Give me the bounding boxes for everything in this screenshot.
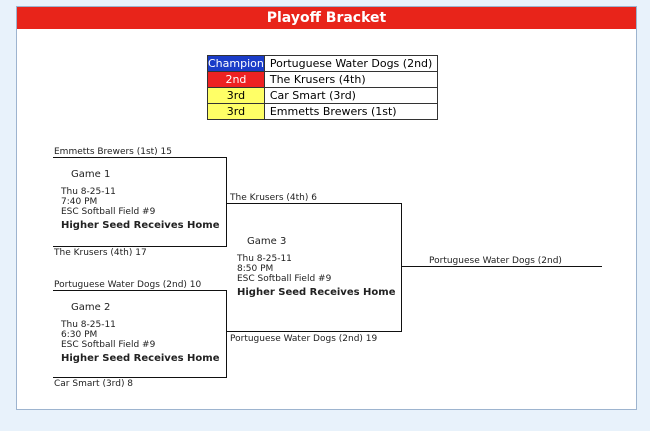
game3-top-team: The Krusers (4th) 6 bbox=[230, 193, 317, 203]
game2-time: 6:30 PM bbox=[61, 330, 98, 340]
winner-team: Portuguese Water Dogs (2nd) bbox=[429, 256, 562, 266]
bracket-line bbox=[53, 157, 227, 158]
results-row: Champion Portuguese Water Dogs (2nd) bbox=[207, 55, 439, 72]
results-row: 3rd Emmetts Brewers (1st) bbox=[207, 103, 439, 120]
game2-info: Game 2 Thu 8-25-11 6:30 PM ESC Softball … bbox=[61, 303, 219, 364]
game1-date: Thu 8-25-11 bbox=[61, 187, 116, 197]
result-team: The Krusers (4th) bbox=[263, 71, 439, 88]
game3-note: Higher Seed Receives Home bbox=[237, 287, 396, 298]
game3-name: Game 3 bbox=[247, 236, 287, 247]
bracket-line bbox=[401, 203, 402, 332]
bracket-line bbox=[53, 290, 227, 291]
bracket-line bbox=[227, 331, 402, 332]
result-place: 3rd bbox=[207, 103, 265, 120]
results-table: Champion Portuguese Water Dogs (2nd) 2nd… bbox=[207, 55, 439, 120]
page-title: Playoff Bracket bbox=[17, 7, 636, 29]
game3-date: Thu 8-25-11 bbox=[237, 254, 292, 264]
game3-info: Game 3 Thu 8-25-11 8:50 PM ESC Softball … bbox=[237, 237, 395, 298]
game1-field: ESC Softball Field #9 bbox=[61, 207, 156, 217]
bracket-line bbox=[53, 246, 227, 247]
bracket-line bbox=[53, 377, 227, 378]
game2-name: Game 2 bbox=[71, 302, 111, 313]
game2-bottom-team: Car Smart (3rd) 8 bbox=[54, 379, 134, 389]
result-place: 3rd bbox=[207, 87, 265, 104]
bracket-line bbox=[402, 266, 602, 267]
result-place: 2nd bbox=[207, 71, 265, 88]
game1-top-team: Emmetts Brewers (1st) 15 bbox=[54, 147, 173, 157]
bracket-line bbox=[226, 290, 227, 378]
bracket-line bbox=[226, 157, 227, 247]
game2-field: ESC Softball Field #9 bbox=[61, 340, 156, 350]
game1-name: Game 1 bbox=[71, 169, 111, 180]
game1-bottom-team: The Krusers (4th) 17 bbox=[54, 248, 147, 258]
game1-time: 7:40 PM bbox=[61, 197, 98, 207]
game2-note: Higher Seed Receives Home bbox=[61, 353, 220, 364]
results-row: 3rd Car Smart (3rd) bbox=[207, 87, 439, 104]
game1-info: Game 1 Thu 8-25-11 7:40 PM ESC Softball … bbox=[61, 170, 219, 231]
game1-note: Higher Seed Receives Home bbox=[61, 220, 220, 231]
result-team: Car Smart (3rd) bbox=[263, 87, 439, 104]
bracket-line bbox=[227, 203, 402, 204]
game3-time: 8:50 PM bbox=[237, 264, 274, 274]
game3-field: ESC Softball Field #9 bbox=[237, 274, 332, 284]
game2-date: Thu 8-25-11 bbox=[61, 320, 116, 330]
bracket-panel: Playoff Bracket Champion Portuguese Wate… bbox=[16, 6, 637, 410]
result-place: Champion bbox=[207, 55, 265, 72]
results-row: 2nd The Krusers (4th) bbox=[207, 71, 439, 88]
game3-bottom-team: Portuguese Water Dogs (2nd) 19 bbox=[230, 334, 378, 344]
game2-top-team: Portuguese Water Dogs (2nd) 10 bbox=[54, 280, 202, 290]
result-team: Emmetts Brewers (1st) bbox=[263, 103, 439, 120]
result-team: Portuguese Water Dogs (2nd) bbox=[263, 55, 439, 72]
